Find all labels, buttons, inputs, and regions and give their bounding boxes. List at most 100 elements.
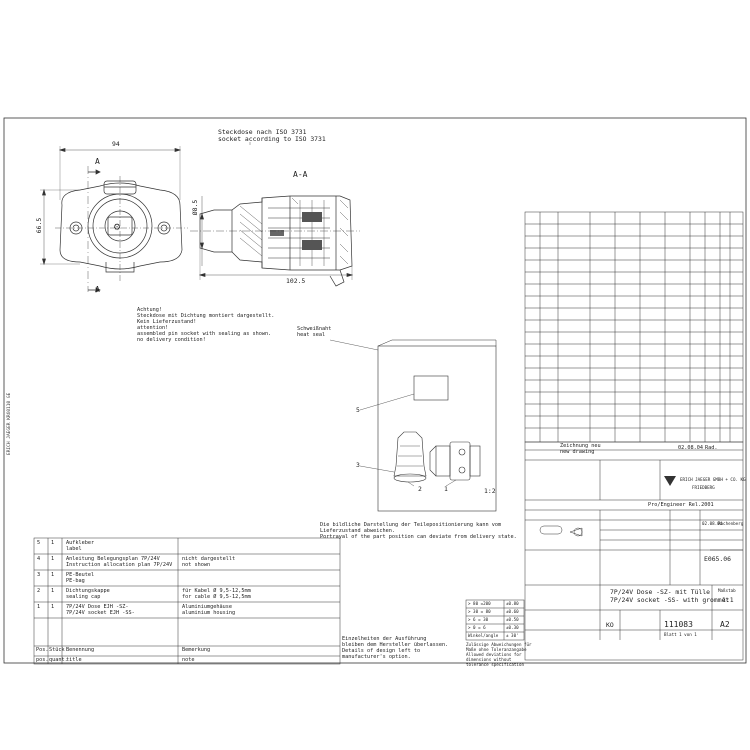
callout-3: 3 (356, 461, 360, 469)
bom-note-de: nicht dargestellt (182, 556, 236, 562)
bom-pos: 2 (37, 588, 41, 594)
note-line-4: attention! (137, 325, 169, 331)
side-text: ERICH JAEGER KR60110 GE (7, 392, 12, 455)
tol-value: ±0.60 (506, 609, 519, 614)
bom-header-desc-de: Benennung (66, 647, 95, 653)
tol-note: dimensions without (466, 657, 512, 662)
dim-diameter: Ø8.5 (191, 199, 200, 216)
title-en: socket according to ISO 3731 (218, 135, 326, 143)
title-de: Steckdose nach ISO 3731 (218, 128, 307, 136)
bom-pos: 3 (37, 572, 41, 578)
iso-reference: E065.06 (704, 555, 731, 563)
bom-desc-de: Aufkleber (66, 540, 95, 546)
bom-desc-en: label (66, 546, 82, 552)
bom-note-de: Aluminiumgehäuse (182, 604, 232, 610)
tol-range: > 6 = 30 (468, 617, 489, 622)
bom-header-qty-de: Stück (49, 647, 65, 653)
revision-initials: Rad. (705, 445, 718, 451)
bom-desc-de: Anleitung Belegungsplan 7P/24V (66, 556, 160, 562)
bom-note-en: for cable Ø 9,5-12,5mm (182, 594, 251, 600)
position-note-1: Die bildliche Darstellung der Teileposit… (320, 522, 502, 528)
tol-note: Allowed deviations for (466, 652, 522, 657)
bom-desc-en: Instruction allocation plan 7P/24V (66, 562, 173, 568)
tol-note: tolerance specification (466, 662, 524, 667)
detail-scale: 1:2 (484, 487, 496, 495)
tol-range: Winkel/angle (468, 633, 499, 638)
bom-pos: 1 (37, 604, 41, 610)
bom-header-pos-de: Pos. (36, 647, 49, 653)
tol-range: > 80 =200 (468, 601, 491, 606)
bom-qty: 1 (51, 540, 55, 546)
revision-entry-en: new drawing (560, 449, 595, 455)
sheet-format: A2 (720, 620, 730, 629)
company-name: ERICH JAEGER GMBH + CO. KG (680, 477, 746, 482)
company-city: FRIEDBERG (692, 485, 715, 490)
part-title-en: 7P/24V socket -SS- with grommet (610, 596, 730, 604)
dim-length: 102.5 (286, 277, 306, 285)
scale-value: 1:1 (722, 596, 734, 604)
tol-note: Zulässige Abweichungen für (466, 642, 532, 647)
dim-width: 94 (112, 140, 120, 148)
drawn-by: Rachenberg (718, 521, 744, 526)
bom-qty: 1 (51, 604, 55, 610)
tol-range: > 0 = 6 (468, 625, 486, 630)
design-note-1: Einzelheiten der Ausführung (342, 636, 427, 642)
note-line-2: Steckdose mit Dichtung montiert dargeste… (137, 313, 275, 319)
cad-system: Pro/Engineer Rel.2001 (648, 502, 714, 508)
position-note-2: Lieferzustand abweichen. (320, 528, 395, 534)
tol-value: ± 30' (506, 633, 519, 638)
callout-2: 2 (418, 485, 422, 493)
note-line-1: Achtung! (137, 307, 162, 313)
bom-qty: 1 (51, 572, 55, 578)
bom-note-en: not shown (182, 562, 211, 568)
section-view (190, 195, 360, 287)
bom-qty: 1 (51, 556, 55, 562)
sheet-info: Blatt 1 von 1 (664, 632, 697, 637)
note-line-6: no delivery condition! (137, 337, 206, 343)
section-marker-top: A (95, 157, 100, 166)
tol-note: Maße ohne Toleranzangabe (466, 647, 527, 652)
tol-value: ±0.30 (506, 625, 519, 630)
bom-header-qty-en: quant. (49, 657, 68, 663)
seal-label-en: heat seal (297, 332, 326, 338)
bom-pos: 4 (37, 556, 41, 562)
position-note-3: Portrayal of the part position can devia… (320, 534, 517, 540)
drawn-date: 02.08.04 (702, 521, 723, 526)
tolerance-lines (465, 599, 525, 641)
package-detail (329, 339, 497, 512)
seal-label-de: Schweißnaht (297, 326, 332, 332)
bom-desc-en: 7P/24V socket EJH -SS- (66, 610, 135, 616)
bom-note-en: aluminium housing (182, 610, 236, 616)
bom-header-pos-en: pos. (36, 657, 49, 663)
sheet-border (3, 117, 747, 664)
tol-value: ±0.50 (506, 617, 519, 622)
department-code: KO (606, 621, 614, 629)
bom-desc-de: 7P/24V Dose EJH -SZ- (66, 604, 129, 610)
bom-lines (33, 537, 341, 665)
scale-label: Maßstab (718, 588, 736, 593)
bom-qty: 1 (51, 588, 55, 594)
front-view: ⚙ (40, 146, 188, 293)
title-block-lines (524, 441, 744, 661)
bom-pos: 5 (37, 540, 41, 546)
revision-entry-de: Zeichnung neu (560, 443, 601, 449)
design-note-2: bleiben dem Hersteller überlassen. (342, 642, 449, 648)
section-label: A-A (293, 170, 308, 179)
tol-value: ±0.80 (506, 601, 519, 606)
bom-desc-de: Dichtungskappe (66, 588, 110, 594)
tol-range: > 30 = 80 (468, 609, 491, 614)
bom-header-note-en: note (182, 657, 195, 663)
note-line-5: assembled pin socket with sealing as sho… (137, 331, 272, 337)
design-note-3: Details of design left to (342, 648, 421, 654)
company-logo (664, 476, 676, 486)
bom-desc-de: PE-Beutel (66, 572, 95, 578)
bom-header-note-de: Bemerkung (182, 647, 211, 653)
design-note-4: manufacturer's option. (342, 654, 411, 660)
section-marker-bottom: A (95, 285, 100, 294)
revision-date: 02.08.04 (678, 445, 703, 451)
drawing-number: 111083 (664, 620, 693, 629)
callout-1: 1 (444, 485, 448, 493)
bom-note-de: für Kabel Ø 9,5-12,5mm (182, 588, 251, 594)
svg-text:⚙: ⚙ (113, 223, 121, 233)
